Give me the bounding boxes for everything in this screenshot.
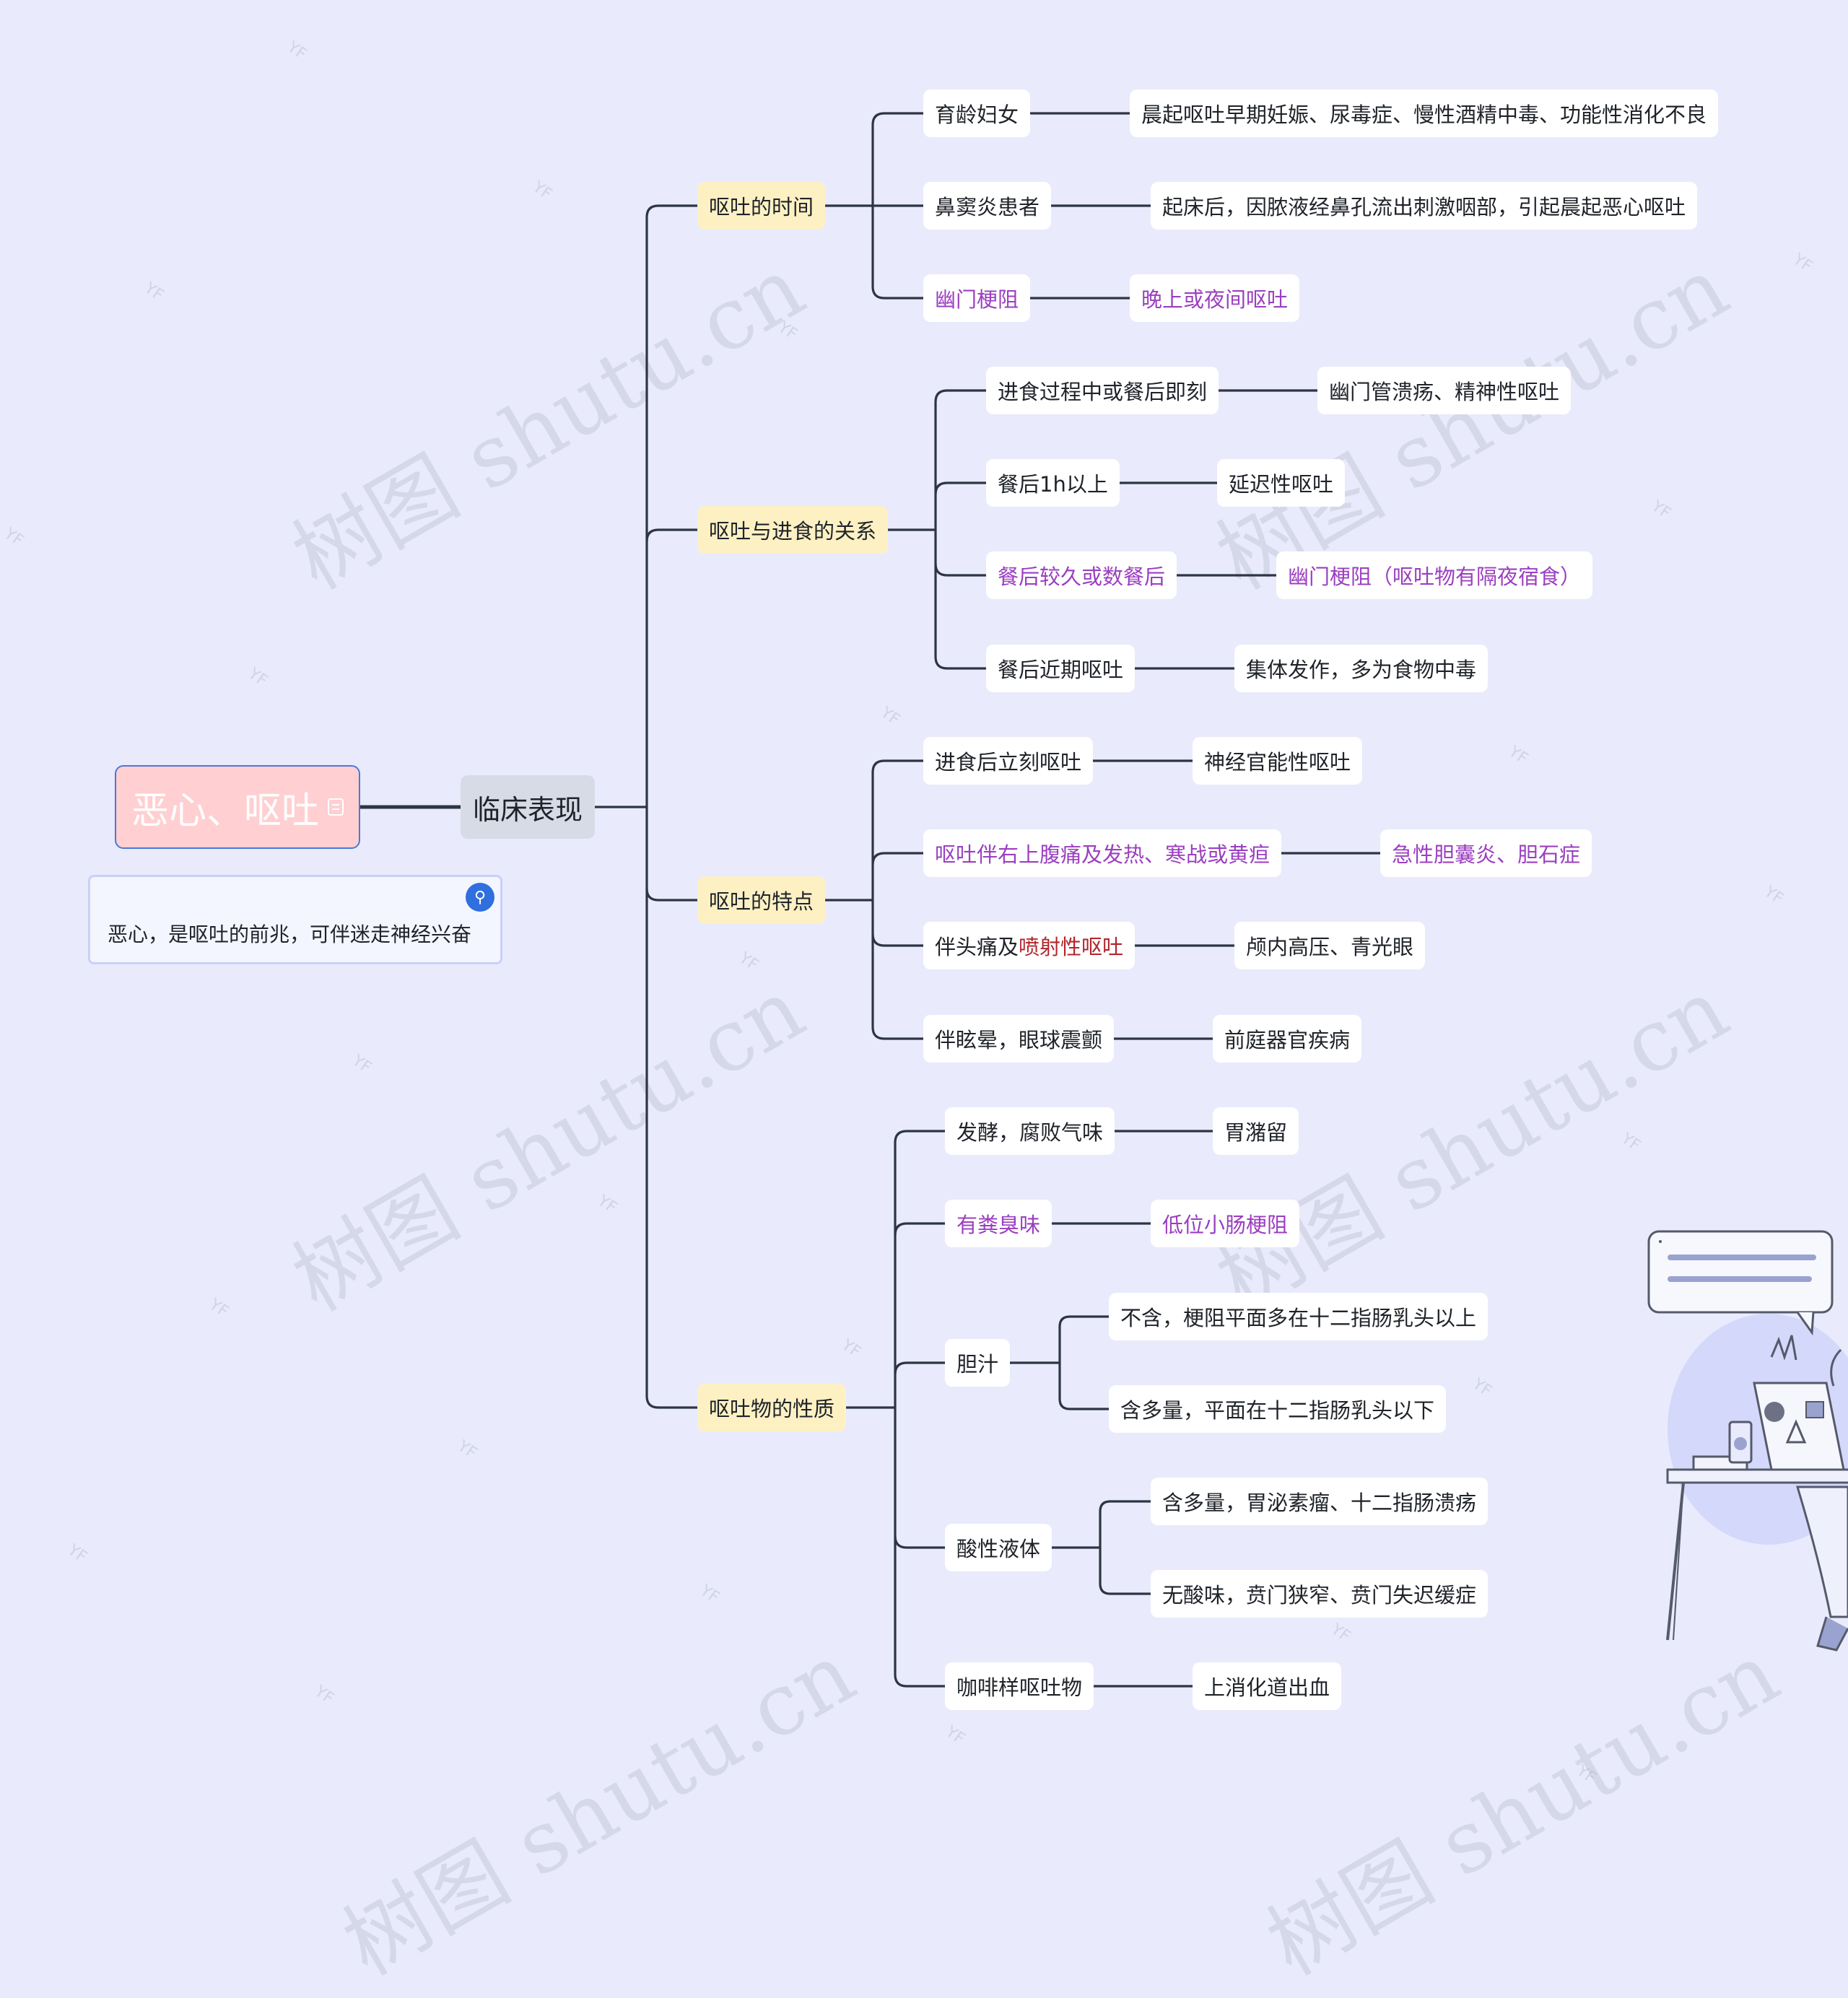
connector-line bbox=[936, 564, 986, 575]
note-box[interactable]: ⚲ 恶心，是呕吐的前兆，可伴迷走神经兴奋 bbox=[88, 875, 502, 964]
branch-2-item-2[interactable]: 餐后1h以上 bbox=[986, 459, 1120, 507]
branch-2-item-3[interactable]: 餐后较久或数餐后 bbox=[986, 551, 1177, 599]
connector-line bbox=[873, 113, 923, 125]
branch-1[interactable]: 呕吐的时间 bbox=[697, 182, 825, 230]
branch-3-item-2-detail[interactable]: 急性胆囊炎、胆石症 bbox=[1380, 829, 1592, 877]
connector-line bbox=[1100, 1501, 1151, 1511]
branch-3-item-1[interactable]: 进食后立刻呕吐 bbox=[923, 737, 1093, 785]
connector-line bbox=[936, 391, 986, 402]
connector-line bbox=[1060, 1399, 1109, 1409]
branch-2-item-1[interactable]: 进食过程中或餐后即刻 bbox=[986, 367, 1219, 414]
connector-line bbox=[873, 934, 923, 946]
branch-4-item-1-detail[interactable]: 胃潴留 bbox=[1213, 1107, 1299, 1155]
pin-icon[interactable]: ⚲ bbox=[466, 883, 494, 912]
root-topic-label: 恶心、呕吐 bbox=[131, 780, 319, 834]
connector-line bbox=[895, 1536, 945, 1548]
branch-2-item-4-detail[interactable]: 集体发作，多为食物中毒 bbox=[1234, 645, 1488, 692]
branch-3-item-4-detail[interactable]: 前庭器官疾病 bbox=[1213, 1015, 1361, 1063]
connector-line bbox=[873, 853, 923, 865]
connector-line bbox=[873, 287, 923, 298]
branch-4-item-2-detail[interactable]: 低位小肠梗阻 bbox=[1151, 1200, 1299, 1247]
connector-line bbox=[873, 1027, 923, 1039]
connector-line bbox=[647, 206, 697, 217]
memo-icon[interactable] bbox=[328, 798, 344, 816]
branch-2-item-3-detail[interactable]: 幽门梗阻（呕吐物有隔夜宿食） bbox=[1276, 551, 1592, 599]
center-topic[interactable]: 临床表现 bbox=[461, 775, 595, 839]
connector-line bbox=[1060, 1317, 1109, 1327]
branch-4-item-5-detail[interactable]: 上消化道出血 bbox=[1193, 1662, 1341, 1710]
note-text: 恶心，是呕吐的前兆，可伴迷走神经兴奋 bbox=[108, 919, 471, 948]
branch-1-item-1-detail[interactable]: 晨起呕吐早期妊娠、尿毒症、慢性酒精中毒、功能性消化不良 bbox=[1130, 90, 1718, 137]
branch-4[interactable]: 呕吐物的性质 bbox=[697, 1384, 846, 1431]
connector-line bbox=[647, 889, 697, 900]
connector-line bbox=[895, 1223, 945, 1235]
branch-1-item-1[interactable]: 育龄妇女 bbox=[923, 90, 1030, 137]
connector-line bbox=[873, 761, 923, 772]
item-label-part: 伴头痛及 bbox=[935, 930, 1019, 961]
branch-4-item-1[interactable]: 发酵，腐败气味 bbox=[945, 1107, 1115, 1155]
branch-1-item-2-detail[interactable]: 起床后，因脓液经鼻孔流出刺激咽部，引起晨起恶心呕吐 bbox=[1151, 182, 1697, 230]
connector-line bbox=[1100, 1584, 1151, 1594]
branch-4-item-3[interactable]: 胆汁 bbox=[945, 1339, 1010, 1387]
connector-line bbox=[647, 530, 697, 541]
branch-3-item-3[interactable]: 伴头痛及喷射性呕吐 bbox=[923, 922, 1135, 969]
branch-3-item-4[interactable]: 伴眩晕，眼球震颤 bbox=[923, 1015, 1114, 1063]
branch-4-item-4-detail-1[interactable]: 含多量，胃泌素瘤、十二指肠溃疡 bbox=[1151, 1478, 1488, 1525]
branch-3[interactable]: 呕吐的特点 bbox=[697, 876, 825, 924]
item-label-highlight: 喷射性呕吐 bbox=[1019, 930, 1123, 961]
branch-3-item-1-detail[interactable]: 神经官能性呕吐 bbox=[1193, 737, 1362, 785]
branch-1-item-3[interactable]: 幽门梗阻 bbox=[923, 274, 1030, 322]
root-topic[interactable]: 恶心、呕吐 bbox=[115, 765, 360, 849]
branch-4-item-3-detail-2[interactable]: 含多量，平面在十二指肠乳头以下 bbox=[1109, 1385, 1446, 1433]
branch-1-item-3-detail[interactable]: 晚上或夜间呕吐 bbox=[1130, 274, 1299, 322]
person-at-desk-illustration bbox=[1588, 1213, 1848, 1675]
branch-4-item-4-detail-2[interactable]: 无酸味，贲门狭窄、贲门失迟缓症 bbox=[1151, 1570, 1488, 1618]
branch-2-item-1-detail[interactable]: 幽门管溃疡、精神性呕吐 bbox=[1317, 367, 1571, 414]
connector-line bbox=[895, 1363, 945, 1374]
branch-2-item-4[interactable]: 餐后近期呕吐 bbox=[986, 645, 1135, 692]
branch-1-item-2[interactable]: 鼻窦炎患者 bbox=[923, 182, 1051, 230]
branch-3-item-3-detail[interactable]: 颅内高压、青光眼 bbox=[1234, 922, 1425, 969]
connector-line bbox=[647, 1396, 697, 1408]
branch-4-item-2[interactable]: 有粪臭味 bbox=[945, 1200, 1052, 1247]
branch-4-item-3-detail-1[interactable]: 不含，梗阻平面多在十二指肠乳头以上 bbox=[1109, 1293, 1488, 1340]
connector-line bbox=[895, 1131, 945, 1143]
connector-line bbox=[895, 1675, 945, 1686]
branch-3-item-2[interactable]: 呕吐伴右上腹痛及发热、寒战或黄疸 bbox=[923, 829, 1281, 877]
connector-line bbox=[936, 483, 986, 494]
connector-line bbox=[936, 657, 986, 668]
branch-4-item-4[interactable]: 酸性液体 bbox=[945, 1524, 1052, 1571]
branch-2-item-2-detail[interactable]: 延迟性呕吐 bbox=[1217, 459, 1345, 507]
branch-2[interactable]: 呕吐与进食的关系 bbox=[697, 506, 888, 554]
branch-4-item-5[interactable]: 咖啡样呕吐物 bbox=[945, 1662, 1094, 1710]
